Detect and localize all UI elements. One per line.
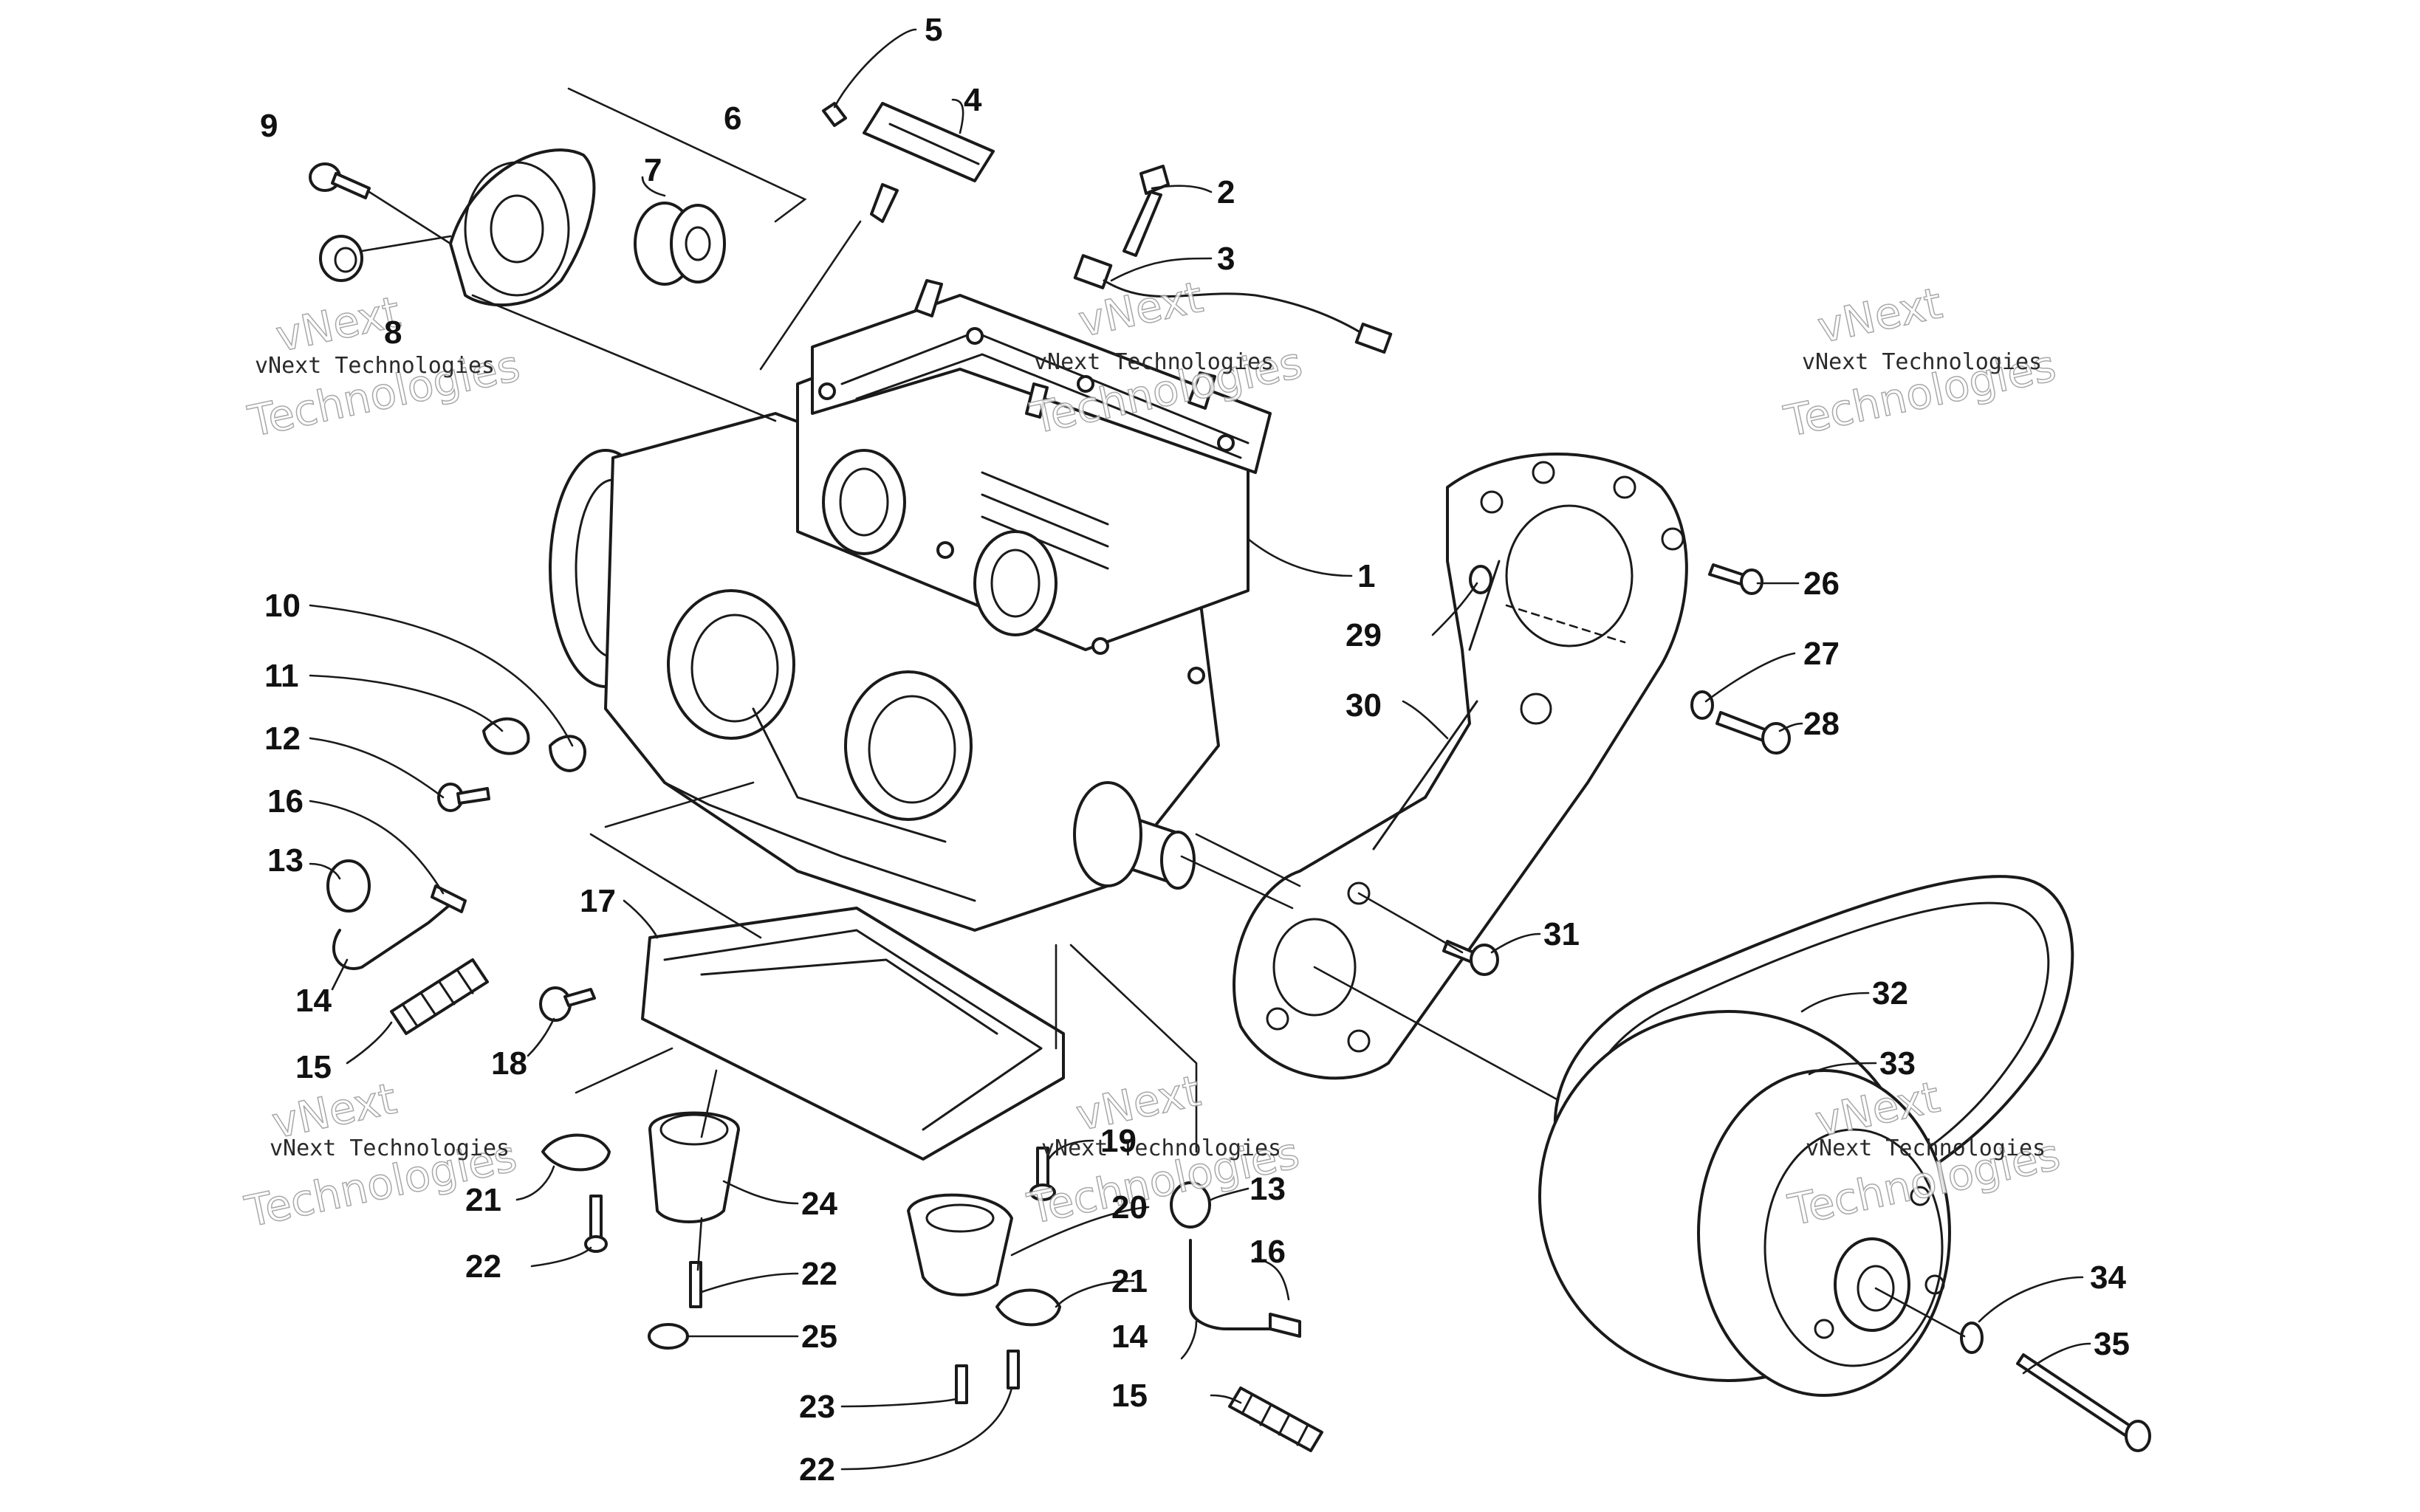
callout-14-left: 14 xyxy=(295,983,332,1019)
callout-29: 29 xyxy=(1346,617,1382,653)
watermark-text-10: vNext xyxy=(1072,1065,1205,1141)
callout-21-left: 21 xyxy=(465,1182,501,1218)
callout-23: 23 xyxy=(799,1389,835,1425)
starter-pulley xyxy=(634,202,726,286)
watermark-caption-2: vNext Technologies xyxy=(1034,349,1274,375)
callout-27: 27 xyxy=(1803,636,1840,672)
callout-25: 25 xyxy=(801,1319,837,1355)
callout-11: 11 xyxy=(264,658,299,694)
watermark-caption-6: vNext Technologies xyxy=(1806,1135,2046,1161)
bolt-26 xyxy=(1708,563,1763,595)
watermark-caption-4: vNext Technologies xyxy=(270,1135,510,1161)
callout-28: 28 xyxy=(1803,706,1840,742)
callout-35: 35 xyxy=(2094,1326,2130,1362)
hose-14-right xyxy=(1189,1239,1301,1330)
callout-22-bottom: 22 xyxy=(799,1451,835,1488)
callout-24: 24 xyxy=(801,1186,837,1222)
screw-22-mid xyxy=(689,1261,702,1308)
callout-12: 12 xyxy=(264,721,301,757)
callout-8: 8 xyxy=(384,315,402,351)
callout-32: 32 xyxy=(1872,975,1908,1011)
primary-clutch xyxy=(1538,1010,1951,1397)
callout-17: 17 xyxy=(580,883,616,919)
hose-16-left xyxy=(431,884,467,913)
bushing-8 xyxy=(319,235,363,282)
engine-assembly xyxy=(549,279,1272,932)
washer-27 xyxy=(1690,690,1714,720)
bolt-2 xyxy=(1122,165,1170,257)
callout-22-mid: 22 xyxy=(801,1256,837,1292)
clamp-21-right xyxy=(995,1288,1061,1327)
clamp-11 xyxy=(482,717,530,755)
callout-numbers: 1 2 3 4 5 6 7 8 9 10 11 12 13 14 15 16 1… xyxy=(260,12,2130,1488)
callout-7: 7 xyxy=(644,152,662,188)
clamp-10 xyxy=(549,735,586,772)
bolt-25 xyxy=(648,1323,689,1350)
watermark-caption-1: vNext Technologies xyxy=(255,353,495,379)
bolt-9 xyxy=(309,162,371,199)
callout-10: 10 xyxy=(264,588,301,624)
spring-15-left xyxy=(390,958,489,1035)
callout-13-right: 13 xyxy=(1250,1171,1286,1207)
callout-16-left: 16 xyxy=(267,783,304,819)
callout-20: 20 xyxy=(1111,1189,1148,1226)
spring-15-right xyxy=(1228,1386,1323,1452)
callout-34: 34 xyxy=(2090,1260,2126,1296)
temperature-sensor xyxy=(1073,254,1393,354)
callout-22-left: 22 xyxy=(465,1248,501,1285)
bolt-28 xyxy=(1715,711,1791,755)
callout-13-left: 13 xyxy=(267,842,304,879)
screw-22-left xyxy=(584,1195,608,1253)
screw-12 xyxy=(437,783,490,812)
washer-34 xyxy=(1960,1322,1984,1354)
bolt-18 xyxy=(539,986,596,1022)
hose-14-left xyxy=(332,903,452,970)
cap-13-left xyxy=(326,859,371,913)
callout-21-right: 21 xyxy=(1111,1263,1148,1299)
hose-16-right xyxy=(1269,1313,1301,1338)
callout-5: 5 xyxy=(925,12,942,48)
bolt-19 xyxy=(1029,1147,1056,1201)
callout-30: 30 xyxy=(1346,687,1382,724)
assembly-guide-lines xyxy=(360,87,1966,1338)
watermark-text-6: vNext xyxy=(1814,278,1947,353)
callout-19: 19 xyxy=(1100,1123,1137,1159)
cap-13-right xyxy=(1170,1181,1211,1228)
watermark-caption-3: vNext Technologies xyxy=(1802,349,2042,375)
watermark-caption-5: vNext Technologies xyxy=(1041,1135,1281,1161)
engine-mount-plate xyxy=(1233,453,1688,1080)
screw-23 xyxy=(955,1364,968,1404)
callout-33: 33 xyxy=(1879,1045,1916,1082)
callout-31: 31 xyxy=(1543,916,1580,952)
callout-18: 18 xyxy=(491,1045,527,1082)
callout-26: 26 xyxy=(1803,566,1840,602)
callout-1: 1 xyxy=(1357,558,1375,594)
mount-24 xyxy=(648,1111,740,1223)
mount-20 xyxy=(907,1193,1013,1296)
callout-3: 3 xyxy=(1217,241,1235,277)
callout-15-left: 15 xyxy=(295,1049,332,1085)
recoil-handle xyxy=(822,102,995,223)
callout-6: 6 xyxy=(724,100,741,137)
callout-15-right: 15 xyxy=(1111,1378,1148,1414)
callout-9: 9 xyxy=(260,108,278,144)
callout-2: 2 xyxy=(1217,174,1235,210)
recoil-starter-housing xyxy=(449,148,596,307)
clamp-21-left xyxy=(541,1133,611,1172)
callout-16-right: 16 xyxy=(1250,1234,1286,1270)
engine-bracket xyxy=(641,907,1065,1161)
callout-4: 4 xyxy=(964,82,982,118)
callout-leaders xyxy=(309,28,2091,1471)
callout-14-right: 14 xyxy=(1111,1319,1148,1355)
bolt-35 xyxy=(2016,1353,2151,1452)
screw-22-right xyxy=(1007,1350,1020,1389)
